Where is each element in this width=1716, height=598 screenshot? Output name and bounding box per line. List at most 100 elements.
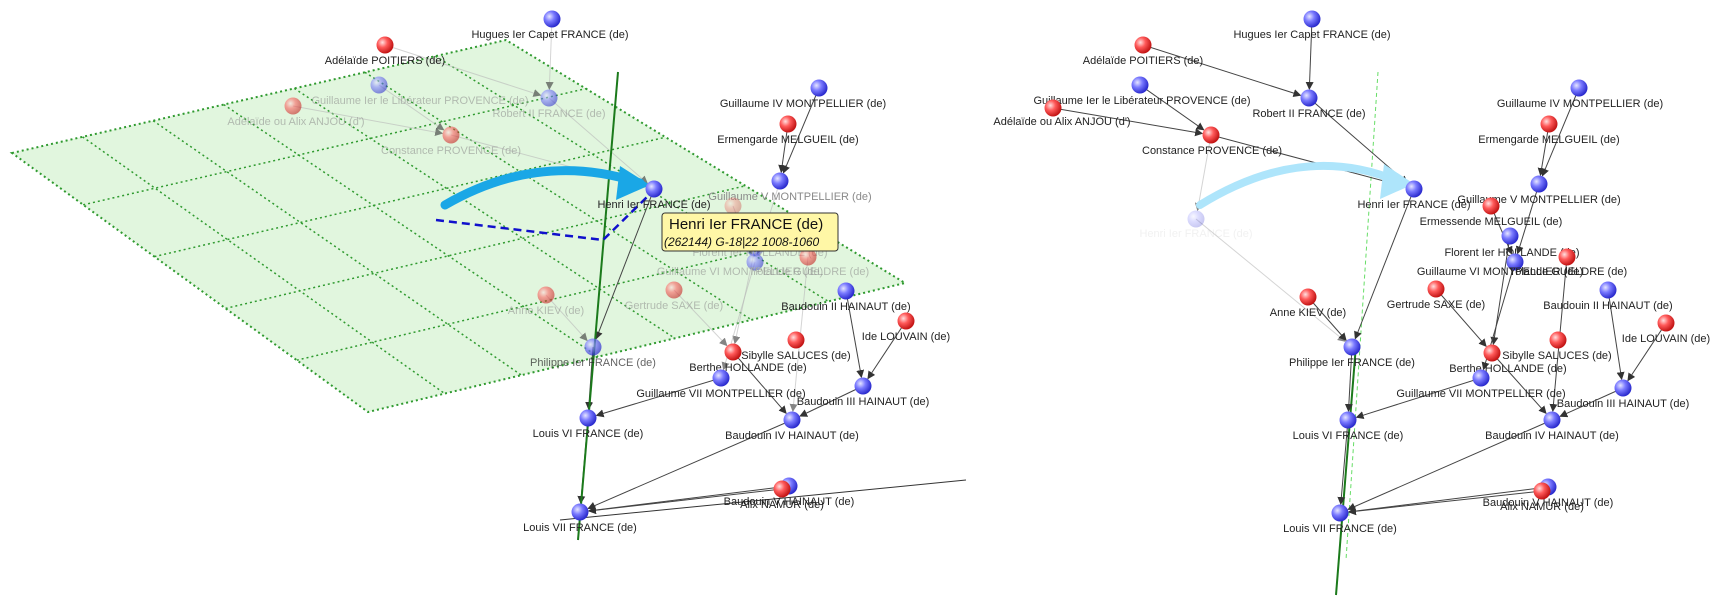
male-person-marker[interactable] [540, 89, 558, 107]
female-person-marker[interactable] [1299, 288, 1317, 306]
female-person-marker[interactable] [1558, 248, 1576, 266]
person-node[interactable]: Constance PROVENCE (de) [381, 126, 521, 158]
person-node[interactable]: Baudouin II HAINAUT (de) [1543, 281, 1673, 313]
person-node[interactable]: Baudouin II HAINAUT (de) [781, 282, 911, 314]
person-node[interactable]: Ermessende MELGUEIL (de) [1420, 197, 1563, 229]
male-person-marker[interactable] [1543, 411, 1561, 429]
person-node[interactable]: Ide LOUVAIN (de) [1622, 314, 1710, 346]
male-person-marker[interactable] [712, 369, 730, 387]
female-person-marker[interactable] [376, 36, 394, 54]
female-person-marker[interactable] [1483, 344, 1501, 362]
person-node[interactable]: Baudouin III HAINAUT (de) [797, 377, 929, 409]
male-person-marker[interactable] [1506, 253, 1524, 271]
female-person-marker[interactable] [1657, 314, 1675, 332]
female-person-marker[interactable] [1134, 36, 1152, 54]
person-node[interactable]: Henri Ier FRANCE (de) [1139, 210, 1253, 241]
person-node[interactable]: Henri Ier FRANCE (de) [1357, 180, 1471, 212]
person-node[interactable]: Yolande GUELDRE (de) [751, 248, 869, 279]
male-person-marker[interactable] [571, 503, 589, 521]
male-person-marker[interactable] [1343, 338, 1361, 356]
person-node[interactable]: Adélaïde POITIERS (de) [325, 36, 445, 68]
male-person-marker[interactable] [579, 409, 597, 427]
person-node[interactable]: Sibylle SALUCES (de) [1502, 331, 1612, 363]
person-node[interactable]: Sibylle SALUCES (de) [741, 331, 851, 363]
female-person-marker[interactable] [724, 197, 742, 215]
male-person-marker[interactable] [370, 76, 388, 94]
female-person-marker[interactable] [1482, 197, 1500, 215]
person-node[interactable]: Louis VI FRANCE (de) [1293, 411, 1404, 443]
person-node[interactable]: Baudouin III HAINAUT (de) [1557, 379, 1689, 411]
person-node[interactable]: Ermengarde MELGUEIL (de) [1478, 115, 1620, 147]
person-node[interactable]: Robert II FRANCE (de) [1252, 89, 1366, 121]
male-person-marker[interactable] [1405, 180, 1423, 198]
person-node[interactable]: Baudouin IV HAINAUT (de) [1485, 411, 1619, 443]
male-person-marker[interactable] [1300, 89, 1318, 107]
female-person-marker[interactable] [773, 480, 791, 498]
male-person-marker[interactable] [1501, 227, 1519, 245]
male-person-marker[interactable] [1599, 281, 1617, 299]
person-node[interactable]: Guillaume V MONTPELLIER (de) [1457, 175, 1621, 207]
person-node[interactable]: Anne KIEV (de) [1270, 288, 1346, 320]
person-node[interactable]: Guillaume Ier le Libérateur PROVENCE (de… [311, 76, 529, 108]
male-person-marker[interactable] [1614, 379, 1632, 397]
person-node[interactable]: Baudouin IV HAINAUT (de) [725, 411, 859, 443]
male-person-marker[interactable] [645, 180, 663, 198]
male-person-marker[interactable] [837, 282, 855, 300]
female-person-marker[interactable] [1540, 115, 1558, 133]
female-person-marker[interactable] [537, 286, 555, 304]
person-node[interactable]: Guillaume IV MONTPELLIER (de) [1497, 79, 1663, 111]
male-person-marker[interactable] [771, 172, 789, 190]
male-person-marker[interactable] [783, 411, 801, 429]
female-person-marker[interactable] [1202, 126, 1220, 144]
person-node[interactable]: Louis VII FRANCE (de) [523, 503, 637, 535]
person-node[interactable]: Ide LOUVAIN (de) [862, 312, 950, 344]
female-person-marker[interactable] [1533, 482, 1551, 500]
person-node[interactable]: Guillaume Ier le Libérateur PROVENCE (de… [1033, 76, 1251, 108]
female-person-marker[interactable] [442, 126, 460, 144]
male-person-marker[interactable] [1187, 210, 1205, 228]
person-node[interactable]: Guillaume VI MONTPELLIER (de) [657, 253, 823, 279]
male-person-marker[interactable] [1530, 175, 1548, 193]
person-node[interactable]: Hugues Ier Capet FRANCE (de) [471, 10, 629, 42]
male-person-marker[interactable] [746, 253, 764, 271]
person-node[interactable]: Adélaïde ou Alix ANJOU (d') [993, 99, 1131, 129]
female-person-marker[interactable] [1044, 99, 1062, 117]
person-node[interactable]: Hugues Ier Capet FRANCE (de) [1233, 10, 1391, 42]
person-node[interactable]: Adélaïde ou Alix ANJOU (d') [227, 97, 365, 129]
person-node[interactable]: Alix NAMUR (de) [740, 480, 824, 512]
female-person-marker[interactable] [1427, 280, 1445, 298]
person-node[interactable]: Guillaume VII MONTPELLIER (de) [1396, 369, 1566, 401]
female-person-marker[interactable] [779, 115, 797, 133]
female-person-marker[interactable] [1549, 331, 1567, 349]
person-node[interactable]: Gertrude SAXE (de) [1387, 280, 1485, 312]
female-person-marker[interactable] [724, 343, 742, 361]
male-person-marker[interactable] [1339, 411, 1357, 429]
male-person-marker[interactable] [854, 377, 872, 395]
person-node[interactable]: Philippe Ier FRANCE (de) [530, 338, 656, 370]
person-node[interactable]: Louis VI FRANCE (de) [533, 409, 644, 441]
person-node[interactable]: Constance PROVENCE (de) [1142, 126, 1282, 158]
person-node[interactable]: Robert II FRANCE (de) [492, 89, 606, 121]
person-node[interactable]: Guillaume V MONTPELLIER (de) [708, 172, 872, 204]
person-node[interactable]: Guillaume VI MONTPELLIER (de) [1417, 253, 1583, 279]
person-node[interactable]: Florent Ier HOLLANDE (de) [1444, 227, 1580, 260]
male-person-marker[interactable] [1303, 10, 1321, 28]
male-person-marker[interactable] [1131, 76, 1149, 94]
person-node[interactable]: Henri Ier FRANCE (de) [597, 180, 711, 212]
male-person-marker[interactable] [1570, 79, 1588, 97]
male-person-marker[interactable] [810, 79, 828, 97]
male-person-marker[interactable] [584, 338, 602, 356]
person-node[interactable]: Alix NAMUR (de) [1500, 482, 1584, 514]
person-node[interactable]: Yolande GUELDRE (de) [1509, 248, 1627, 279]
person-node[interactable]: Philippe Ier FRANCE (de) [1289, 338, 1415, 370]
male-person-marker[interactable] [1472, 369, 1490, 387]
person-node[interactable]: Guillaume IV MONTPELLIER (de) [720, 79, 886, 111]
person-node[interactable]: Ermengarde MELGUEIL (de) [717, 115, 859, 147]
male-person-marker[interactable] [543, 10, 561, 28]
female-person-marker[interactable] [897, 312, 915, 330]
female-person-marker[interactable] [665, 281, 683, 299]
female-person-marker[interactable] [799, 248, 817, 266]
person-node[interactable]: Gertrude SAXE (de) [625, 281, 723, 313]
male-person-marker[interactable] [1331, 504, 1349, 522]
person-node[interactable]: Guillaume VII MONTPELLIER (de) [636, 369, 806, 401]
